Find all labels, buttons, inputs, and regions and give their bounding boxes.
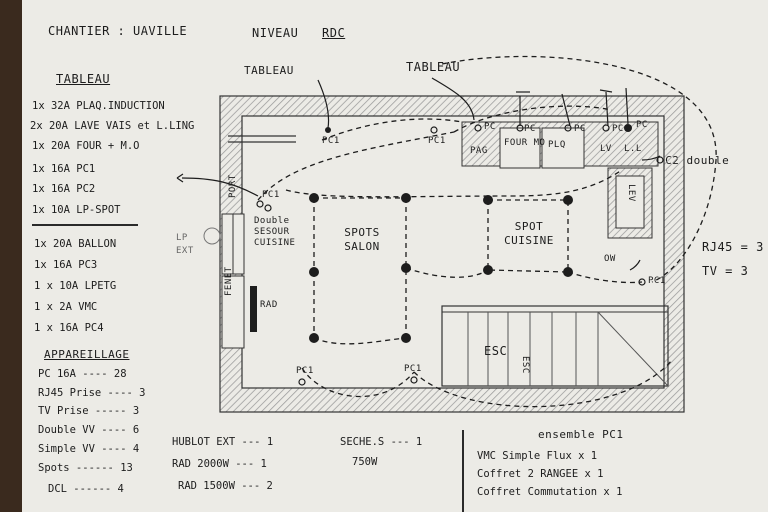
tableau-line-10: 1 x 2A VMC <box>34 301 98 313</box>
tableau-line-6: 1x 10A LP-SPOT <box>32 204 121 216</box>
rad-label: RAD <box>260 300 278 310</box>
counter-label-pag: PAG <box>470 146 488 156</box>
tableau-left-label: TABLEAU <box>244 64 294 77</box>
room-label-cuisine: SPOT CUISINE <box>504 220 554 247</box>
appareillage-item: RJ45 Prise ---- 3 <box>38 387 146 399</box>
appareillage-item: Simple VV ---- 4 <box>38 443 140 455</box>
pc-top-3: PC <box>612 124 624 134</box>
bottom-right-line-2: Coffret 2 RANGEE x 1 <box>477 468 604 480</box>
porte-label: PORT <box>228 174 238 198</box>
lp-ext-light <box>203 227 221 245</box>
tv-count: TV = 3 <box>702 264 749 278</box>
seche-power: 750W <box>352 456 378 468</box>
window-left <box>221 213 245 349</box>
paper-sheet: CHANTIER : UAVILLE NIVEAU RDC TABLEAU 1x… <box>22 0 768 512</box>
pc1-label-b: PC1 <box>428 136 446 146</box>
cable-runs <box>257 55 717 408</box>
lp-ext-label: LP EXT <box>176 233 194 256</box>
bottom-right-line-1: VMC Simple Flux x 1 <box>477 450 598 462</box>
tableau-line-8: 1x 16A PC3 <box>34 259 98 271</box>
counter-label-four: FOUR MO <box>504 138 546 148</box>
esc-label: ESC <box>484 344 508 358</box>
pc1-label-e: PC1 <box>404 364 422 374</box>
staircase <box>441 305 669 387</box>
tableau-title: TABLEAU <box>56 72 111 86</box>
rad2000-line: RAD 2000W --- 1 <box>172 458 267 470</box>
pc-top-1: PC <box>524 124 536 134</box>
bottom-right-line-3: Coffret Commutation x 1 <box>477 486 623 498</box>
fenet-label: FENET <box>224 266 234 296</box>
tableau-line-4: 1x 16A PC1 <box>32 163 96 175</box>
tableau-line-2: 2x 20A LAVE VAIS et L.LING <box>30 120 195 132</box>
tableau-line-9: 1 x 10A LPETG <box>34 280 117 292</box>
tableau-line-3: 1x 20A FOUR + M.O <box>32 140 140 152</box>
lev-unit <box>607 167 653 239</box>
appareillage-item: PC 16A ---- 28 <box>38 368 127 380</box>
room-label-salon: SPOTS SALON <box>344 226 380 253</box>
spot-lights <box>309 124 632 343</box>
appareillage-item: Spots ------ 13 <box>38 462 133 474</box>
niveau-value: RDC <box>322 26 346 40</box>
appareillage-item: DCL ------ 4 <box>48 483 124 495</box>
pc1-label-f: PC1 <box>648 276 666 286</box>
pc-top-4: PC <box>636 120 648 130</box>
rj45-count: RJ45 = 3 <box>702 240 764 254</box>
hublot-line: HUBLOT EXT --- 1 <box>172 436 274 448</box>
appareillage-title: APPAREILLAGE <box>44 348 130 361</box>
esc-side-label: ESC <box>520 356 530 374</box>
tableau-line-1: 1x 32A PLAQ.INDUCTION <box>32 100 165 112</box>
tableau-top-label: TABLEAU <box>406 60 461 74</box>
pc1-label-a: PC1 <box>322 136 340 146</box>
niveau-label: NIVEAU <box>252 26 299 40</box>
floor-plan <box>176 55 717 413</box>
double-sesour-label: Double SESOUR CUISINE <box>254 216 296 248</box>
ow-label: OW <box>604 254 616 264</box>
appareillage-item: Double VV ---- 6 <box>38 424 140 436</box>
bottom-vertical-divider <box>462 430 464 512</box>
lev-label: LEV <box>626 184 636 202</box>
ensemble-pc1-label: ensemble PC1 <box>538 428 624 441</box>
seche-line: SECHE.S --- 1 <box>340 436 423 448</box>
tableau-separator <box>32 224 138 226</box>
counter-label-ll: L.L <box>624 144 642 154</box>
pc1-label-c: PC1 <box>262 190 280 200</box>
pc-top-2: PC <box>574 124 586 134</box>
tableau-line-11: 1 x 16A PC4 <box>34 322 104 334</box>
annotation-arrows <box>176 77 661 271</box>
chantier-title: CHANTIER : UAVILLE <box>48 24 188 38</box>
radiator <box>250 286 257 332</box>
outlets <box>256 124 664 386</box>
pc-top-5: PC <box>484 122 496 132</box>
rad1500-line: RAD 1500W --- 2 <box>178 480 273 492</box>
counter-label-lv: LV <box>600 144 612 154</box>
counter-label-plq: PLQ <box>548 140 566 150</box>
tableau-line-7: 1x 20A BALLON <box>34 238 117 250</box>
appareillage-item: TV Prise ----- 3 <box>38 405 140 417</box>
tableau-line-5: 1x 16A PC2 <box>32 183 96 195</box>
pc1-label-d: PC1 <box>296 366 314 376</box>
